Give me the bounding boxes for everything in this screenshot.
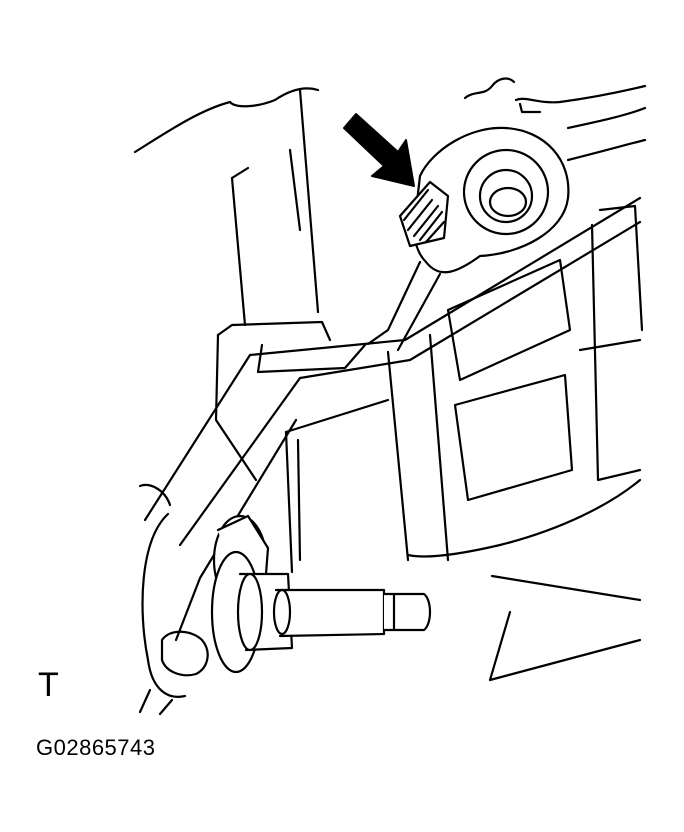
figure-code: G02865743 (36, 735, 156, 760)
housing-outline (133, 87, 332, 507)
sensor-plug (366, 126, 570, 352)
clamp-ring (138, 418, 298, 716)
bracket-body (143, 196, 642, 574)
arrow-icon (343, 113, 415, 187)
bolt-assembly (210, 514, 432, 674)
corner-letter: T (38, 666, 59, 704)
engine-block (406, 77, 647, 682)
